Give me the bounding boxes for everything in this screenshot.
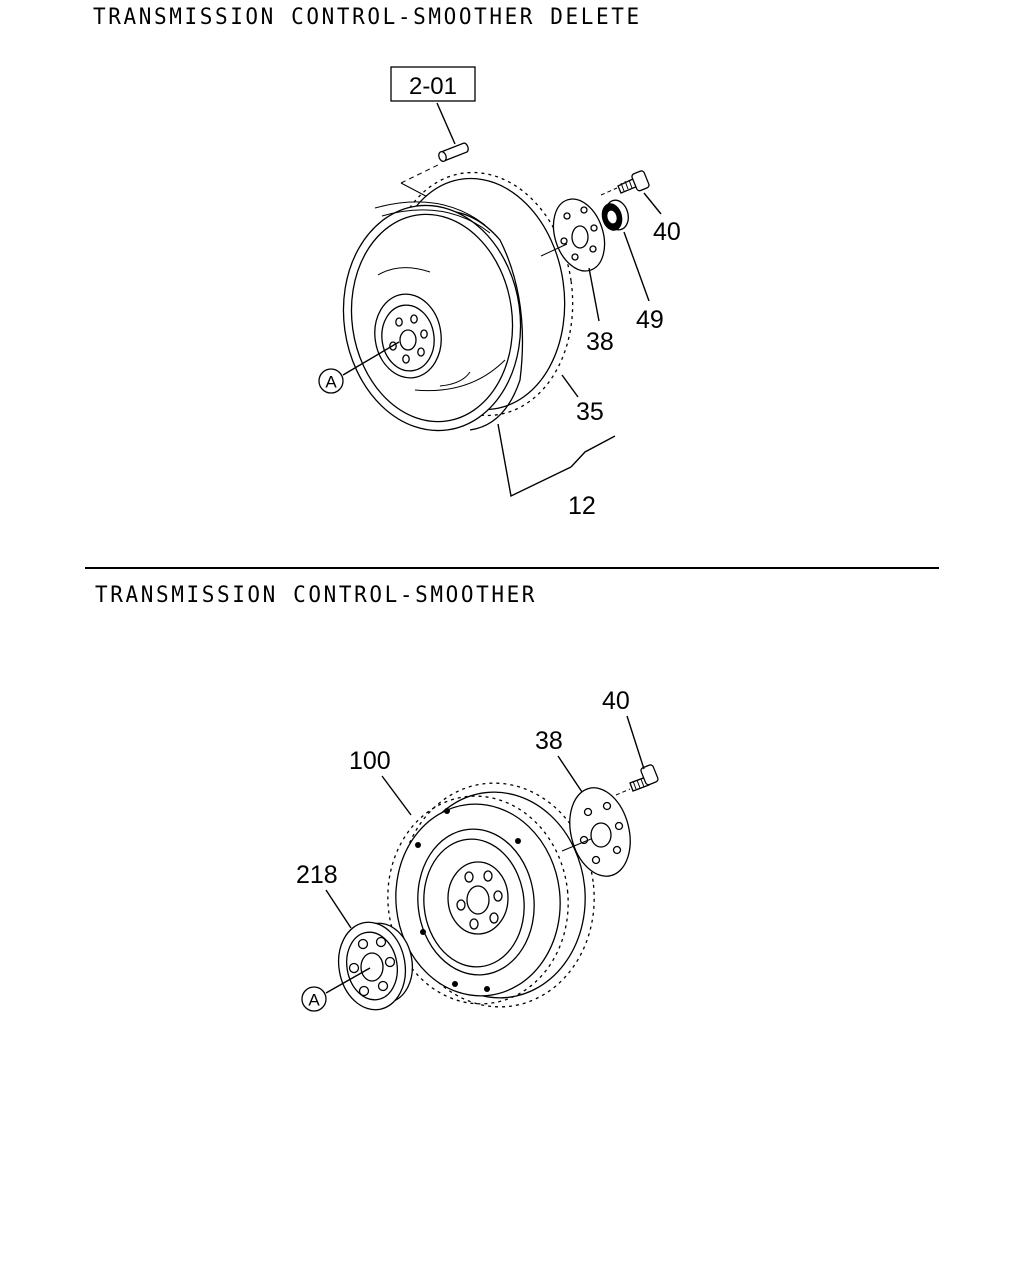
leader-35 [561,374,579,398]
svg-text:218: 218 [296,861,338,889]
leader-218 [325,889,352,929]
callout-38-bottom[interactable]: 38 [535,727,563,755]
bolt-40-part [617,170,650,194]
callout-49[interactable]: 49 [636,306,664,334]
svg-text:40: 40 [602,687,630,715]
flywheel-100-part [387,782,595,1008]
svg-text:A: A [325,373,337,392]
leader-12-left [497,423,572,498]
svg-text:38: 38 [586,328,614,356]
leader-49 [623,231,650,302]
callout-38-top[interactable]: 38 [586,328,614,356]
section-title-smoother-delete: TRANSMISSION CONTROL-SMOOTHER DELETE [93,4,642,30]
bolt-40-bottom-part [629,764,659,792]
pin-install-line [400,163,441,184]
torque-converter-part [342,171,574,432]
bolt-install-line [600,187,618,196]
leader-12-right [570,435,616,468]
leader-40-bottom [626,715,645,770]
svg-text:12: 12 [568,492,596,520]
svg-text:40: 40 [653,218,681,246]
leader-100 [381,775,412,816]
svg-text:38: 38 [535,727,563,755]
view-marker-a-bottom[interactable]: A [301,986,327,1012]
callout-35[interactable]: 35 [576,398,604,426]
callout-40-bottom[interactable]: 40 [602,687,630,715]
callout-12[interactable]: 12 [568,492,596,520]
plate-bottom-centerline [561,838,592,852]
bearing-49-part [601,199,629,231]
section-title-smoother: TRANSMISSION CONTROL-SMOOTHER [95,582,538,608]
svg-text:2-01: 2-01 [409,73,457,100]
bolt-bottom-install-line [615,788,631,796]
leader-view-a-bottom [325,967,371,994]
leader-40-top [643,192,662,215]
svg-text:49: 49 [636,306,664,334]
leader-38-top [588,267,600,322]
section-divider [85,567,939,569]
leader-38-bottom [557,755,583,793]
damper-218-part [337,921,413,1011]
reference-box-2-01[interactable]: 2-01 [390,66,476,102]
svg-text:35: 35 [576,398,604,426]
leader-view-a-top [342,341,400,376]
view-marker-a-top[interactable]: A [318,368,344,394]
leader-2-01 [436,102,456,145]
callout-218[interactable]: 218 [296,861,338,889]
svg-text:100: 100 [349,747,391,775]
dowel-pin-part [438,142,469,162]
plate-centerline [540,243,568,257]
callout-100[interactable]: 100 [349,747,391,775]
callout-40-top[interactable]: 40 [653,218,681,246]
plate-38-bottom-part [569,787,631,877]
svg-text:A: A [308,991,320,1010]
plate-38-part [552,198,606,272]
